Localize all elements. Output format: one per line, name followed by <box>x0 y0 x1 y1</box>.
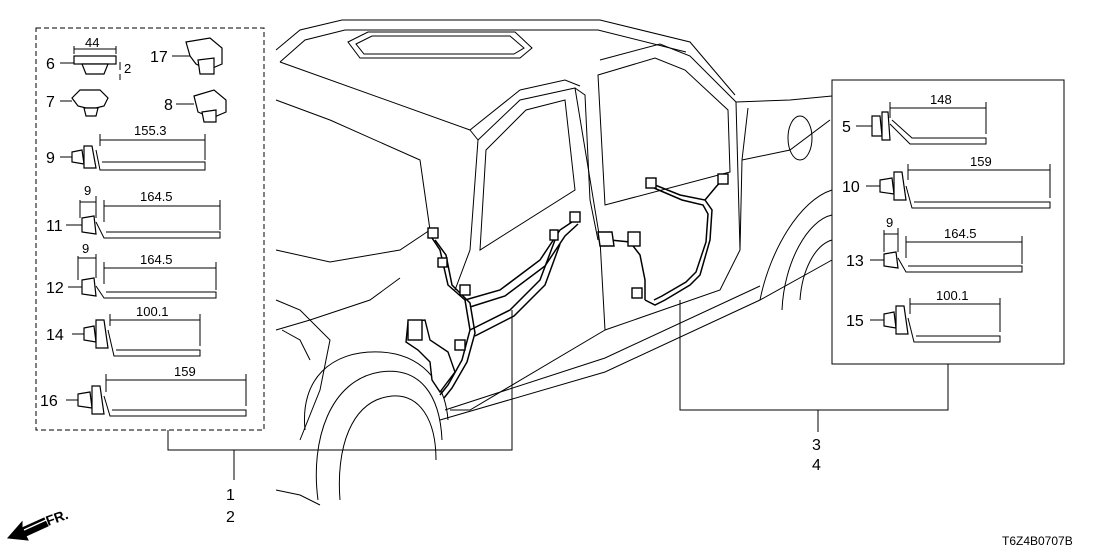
callout-17: 17 <box>150 49 168 66</box>
dim-6-height: 2 <box>124 61 131 76</box>
clip-15 <box>870 298 1001 343</box>
front-door-harness <box>405 211 581 399</box>
callout-11: 11 <box>46 218 63 235</box>
callout-4: 4 <box>812 457 821 474</box>
callout-9: 9 <box>46 150 55 167</box>
clip-10 <box>866 164 1051 209</box>
right-clip-box <box>831 79 1065 365</box>
clip-5 <box>856 102 987 145</box>
front-direction-arrow-icon <box>6 517 49 541</box>
clip-13 <box>870 228 1023 273</box>
dim-15-length: 100.1 <box>936 288 969 303</box>
callout-5: 5 <box>842 119 851 136</box>
callout-14: 14 <box>46 327 64 344</box>
callout-2: 2 <box>226 509 235 526</box>
dim-12-offset: 9 <box>82 241 89 256</box>
clip-11 <box>66 196 221 239</box>
dim-13-offset: 9 <box>886 215 893 230</box>
callout-13: 13 <box>846 253 864 270</box>
leader-lines <box>167 300 949 480</box>
callout-6: 6 <box>46 56 55 73</box>
dim-5-length: 148 <box>930 92 952 107</box>
callout-8: 8 <box>164 97 173 114</box>
callout-1: 1 <box>226 487 235 504</box>
clip-8 <box>176 89 227 123</box>
dim-9-length: 155.3 <box>134 123 167 138</box>
dim-11-length: 164.5 <box>140 189 173 204</box>
callout-10: 10 <box>842 179 860 196</box>
clip-6 <box>60 46 121 80</box>
callout-15: 15 <box>846 313 864 330</box>
callout-12: 12 <box>46 280 64 297</box>
dim-14-length: 100.1 <box>136 304 169 319</box>
dim-16-length: 159 <box>174 364 196 379</box>
clip-17 <box>172 37 223 75</box>
diagram-code: T6Z4B0707B <box>1002 534 1073 548</box>
left-clip-box <box>35 27 265 431</box>
vehicle-body-outline <box>275 19 833 506</box>
dim-12-length: 164.5 <box>140 252 173 267</box>
direction-label: FR. <box>44 506 71 529</box>
clip-14 <box>72 314 201 357</box>
clip-9 <box>60 134 206 171</box>
callout-7: 7 <box>46 94 55 111</box>
dim-6-width: 44 <box>85 35 99 50</box>
dim-13-length: 164.5 <box>944 226 977 241</box>
clip-16 <box>66 374 247 417</box>
rear-door-harness <box>597 173 729 306</box>
callout-3: 3 <box>812 437 821 454</box>
clip-12 <box>68 254 217 299</box>
callout-16: 16 <box>40 393 58 410</box>
dim-10-length: 159 <box>970 154 992 169</box>
dim-11-offset: 9 <box>84 183 91 198</box>
clip-7 <box>60 89 109 117</box>
